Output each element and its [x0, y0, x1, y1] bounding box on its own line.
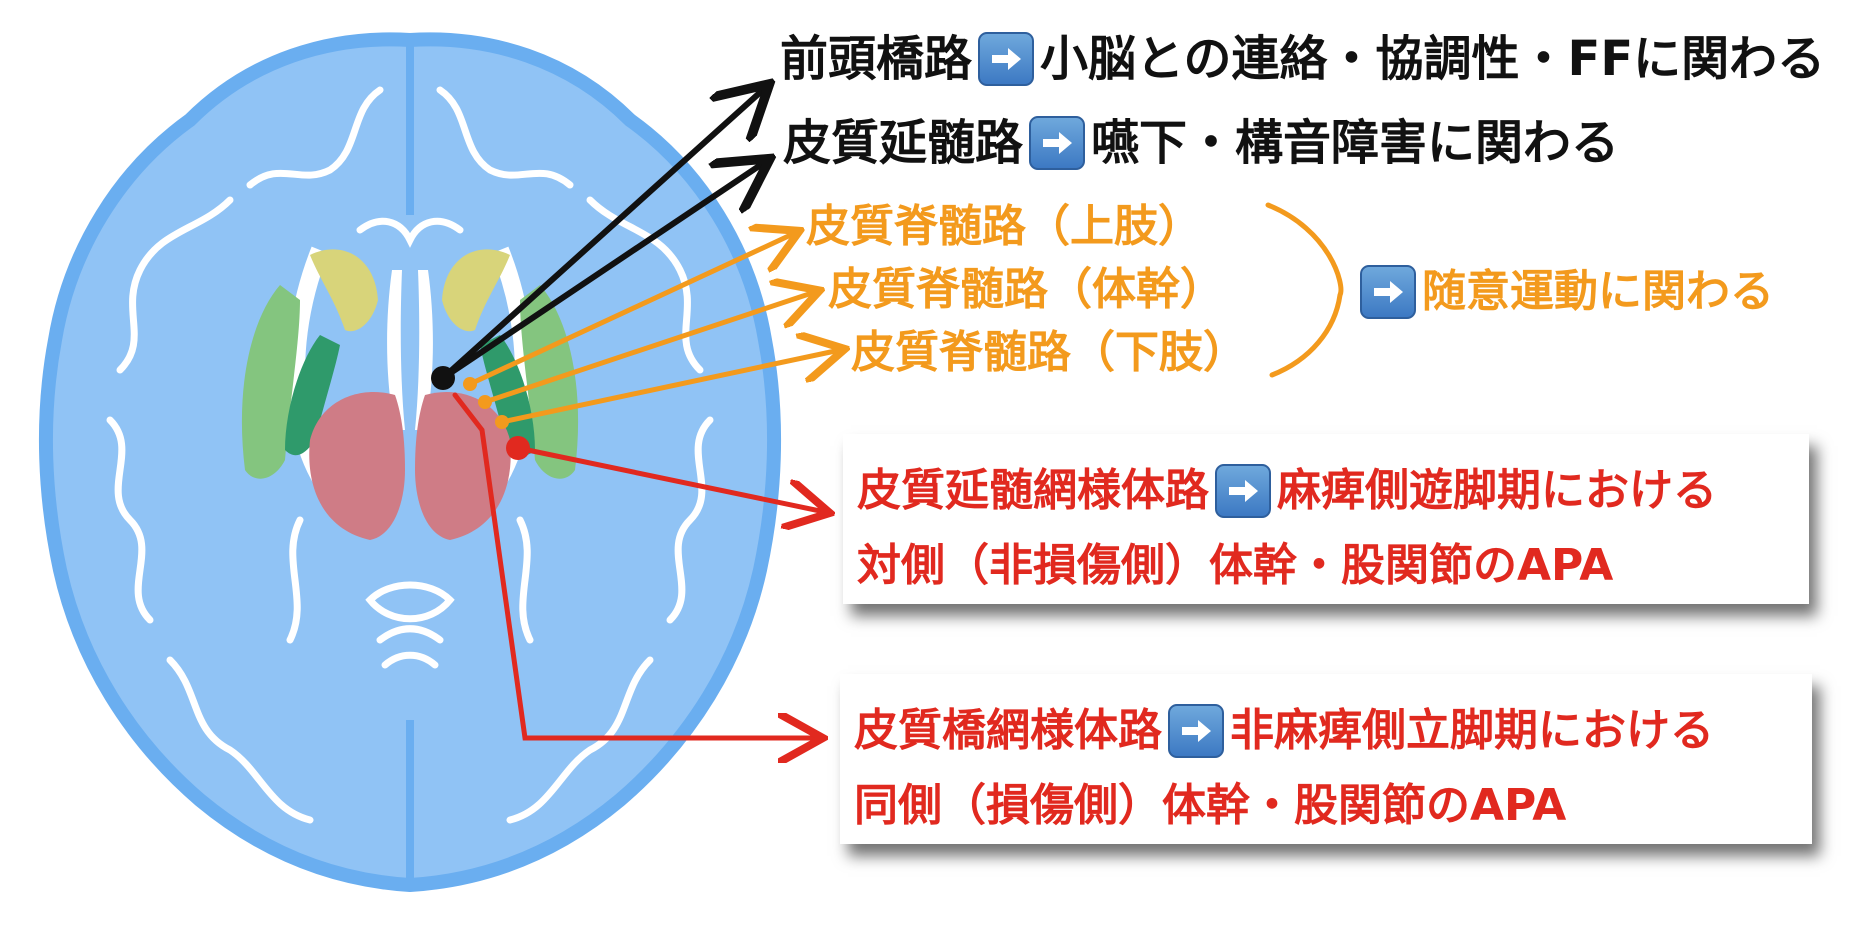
white-matter-gyri [106, 86, 714, 824]
label-corticobulbar: 皮質延髄路 嚥下・構音障害に関わる [783, 116, 1619, 170]
caudate-right [442, 249, 510, 332]
black-arrows [440, 88, 765, 381]
globus-pallidus-left [285, 335, 340, 456]
card1-line1: 皮質延髄網様体路 麻痺側遊脚期における [857, 464, 1717, 518]
card1-line1-post: 麻痺側遊脚期における [1277, 465, 1717, 516]
label-cst-trunk: 皮質脊髄路（体幹） [828, 264, 1224, 315]
reticulospinal-origin-dot [506, 436, 530, 460]
putamen-left-outer [241, 285, 300, 479]
thalamus-right [415, 392, 511, 540]
arrow-cortico-reticulo-pontine [452, 392, 818, 738]
label-corticobulbar-pre: 皮質延髄路 [783, 115, 1024, 171]
right-arrow-emoji-icon [1168, 704, 1224, 758]
orange-bracket [1265, 202, 1344, 378]
label-frontopontine: 前頭橋路 小脳との連絡・協調性・FFに関わる [780, 32, 1825, 86]
card-cortico-reticulo-pontine: 皮質橋網様体路 非麻痺側立脚期における 同側（損傷側）体幹・股関節のAPA [840, 674, 1812, 844]
card2-line1-pre: 皮質橋網様体路 [854, 705, 1162, 756]
corticobulbar-origin-dot [431, 366, 455, 390]
brain-axial-section [38, 32, 782, 893]
card-cortico-reticulo-medullary: 皮質延髄網様体路 麻痺側遊脚期における 対側（非損傷側）体幹・股関節のAPA [843, 434, 1809, 604]
lateral-ventricle-left [387, 270, 405, 430]
label-cst-lower: 皮質脊髄路（下肢） [851, 327, 1247, 378]
lateral-ventricle-right [415, 270, 433, 430]
card2-line1: 皮質橋網様体路 非麻痺側立脚期における [854, 704, 1714, 758]
arrow-frontopontine [440, 88, 765, 381]
cst-lower-dot [495, 415, 509, 429]
right-arrow-emoji-icon [1360, 265, 1416, 319]
label-voluntary-text: 随意運動に関わる [1422, 266, 1774, 317]
arrow-corticobulbar [440, 162, 765, 381]
card1-line2: 対側（非損傷側）体幹・股関節のAPA [857, 540, 1614, 591]
arrow-cst-upper [467, 233, 795, 387]
label-voluntary: 随意運動に関わる [1354, 265, 1774, 319]
label-cst-upper: 皮質脊髄路（上肢） [806, 201, 1202, 252]
arrow-cst-trunk [482, 292, 815, 405]
right-arrow-emoji-icon [1029, 116, 1086, 170]
thalamus-left [309, 392, 405, 540]
arrow-cortico-reticulo-medullary [515, 445, 825, 512]
arrow-cst-lower [499, 350, 840, 425]
card2-line2: 同側（損傷側）体幹・股関節のAPA [854, 780, 1567, 831]
label-frontopontine-pre: 前頭橋路 [780, 31, 973, 87]
orange-arrows [467, 233, 840, 425]
label-corticobulbar-post: 嚥下・構音障害に関わる [1091, 115, 1620, 171]
card2-line1-post: 非麻痺側立脚期における [1230, 705, 1714, 756]
red-arrows [452, 392, 825, 738]
cst-upper-dot [463, 377, 477, 391]
card1-line1-pre: 皮質延髄網様体路 [857, 465, 1209, 516]
label-frontopontine-post: 小脳との連絡・協調性・FFに関わる [1040, 31, 1826, 87]
cst-trunk-dot [478, 395, 492, 409]
caudate-left [310, 249, 378, 332]
right-arrow-emoji-icon [1215, 464, 1271, 518]
right-arrow-emoji-icon [978, 32, 1035, 86]
